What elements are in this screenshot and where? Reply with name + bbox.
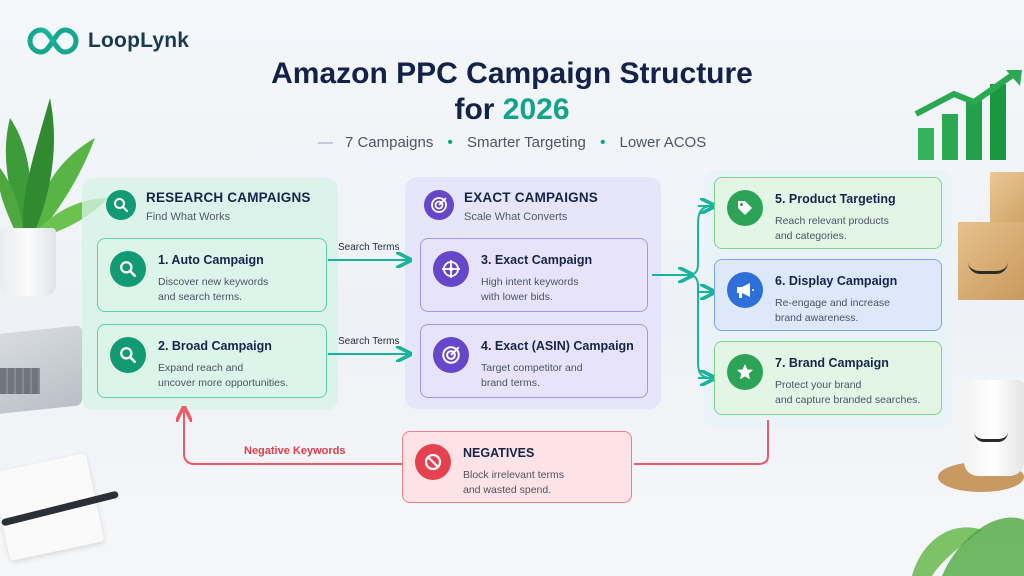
search-icon xyxy=(110,251,146,287)
infinity-link-icon xyxy=(27,27,79,55)
brand-name: LoopLynk xyxy=(88,29,190,52)
title-prefix: for xyxy=(454,93,503,126)
card-title: 5. Product Targeting xyxy=(775,192,896,206)
card-description: Target competitor and brand terms. xyxy=(481,362,583,389)
negative-keywords-arrow xyxy=(184,410,402,465)
megaphone-icon xyxy=(727,272,763,308)
research-title: RESEARCH CAMPAIGNS xyxy=(146,190,311,205)
card-description: Block irrelevant terms and wasted spend. xyxy=(463,469,564,496)
tagline-item: Lower ACOS xyxy=(619,134,707,151)
smile-logo-decoration xyxy=(974,432,1008,442)
card-title: 2. Broad Campaign xyxy=(158,339,272,353)
mug-decoration xyxy=(964,380,1024,476)
title-year: 2026 xyxy=(502,93,570,126)
research-header: RESEARCH CAMPAIGNS Find What Works xyxy=(106,190,311,223)
brand-campaign-card[interactable]: 7. Brand Campaign Protect your brand and… xyxy=(714,341,942,415)
card-title: 1. Auto Campaign xyxy=(158,253,264,267)
title-line-1: Amazon PPC Campaign Structure xyxy=(271,57,753,90)
search-icon xyxy=(110,337,146,373)
product-targeting-card[interactable]: 5. Product Targeting Reach relevant prod… xyxy=(714,177,942,249)
star-icon xyxy=(727,354,763,390)
search-terms-label: Search Terms xyxy=(338,242,400,253)
dash-divider: — xyxy=(317,134,333,151)
growth-chart-decoration xyxy=(914,70,1022,160)
exact-title: EXACT CAMPAIGNS xyxy=(464,190,599,205)
tagline-item: Smarter Targeting xyxy=(466,134,586,151)
negatives-card[interactable]: NEGATIVES Block irrelevant terms and was… xyxy=(402,431,632,503)
card-description: Discover new keywords and search terms. xyxy=(158,276,269,303)
crosshair-icon xyxy=(433,251,469,287)
search-icon xyxy=(106,190,136,220)
exact-campaign-card[interactable]: 3. Exact Campaign High intent keywords w… xyxy=(420,238,648,312)
negative-keywords-label: Negative Keywords xyxy=(244,445,346,457)
research-subtitle: Find What Works xyxy=(146,211,231,223)
bullet-dot: • xyxy=(600,134,606,151)
plant-decoration xyxy=(912,517,1024,576)
target-icon xyxy=(424,190,454,220)
tag-icon xyxy=(727,190,763,226)
laptop-keyboard xyxy=(0,368,40,394)
tagline-item: 7 Campaigns xyxy=(344,134,434,151)
card-title: NEGATIVES xyxy=(463,446,535,460)
exact-header: EXACT CAMPAIGNS Scale What Converts xyxy=(424,190,598,223)
exact-subtitle: Scale What Converts xyxy=(464,211,568,223)
card-description: Protect your brand and capture branded s… xyxy=(775,379,921,406)
auto-campaign-card[interactable]: 1. Auto Campaign Discover new keywords a… xyxy=(97,238,327,312)
target-icon xyxy=(433,337,469,373)
card-description: Expand reach and uncover more opportunit… xyxy=(158,362,289,389)
tagline: — 7 Campaigns • Smarter Targeting • Lowe… xyxy=(240,134,784,151)
page-title: Amazon PPC Campaign Structure for 2026 xyxy=(200,56,824,128)
block-icon xyxy=(415,444,451,480)
plant-pot xyxy=(0,228,56,296)
display-campaign-card[interactable]: 6. Display Campaign Re-engage and increa… xyxy=(714,259,942,331)
broad-campaign-card[interactable]: 2. Broad Campaign Expand reach and uncov… xyxy=(97,324,327,398)
bullet-dot: • xyxy=(447,134,453,151)
title-line-2: for 2026 xyxy=(200,92,824,128)
card-description: High intent keywords with lower bids. xyxy=(481,276,579,303)
search-terms-label: Search Terms xyxy=(338,336,400,347)
card-title: 7. Brand Campaign xyxy=(775,356,889,370)
card-title: 3. Exact Campaign xyxy=(481,253,593,267)
box-decoration xyxy=(990,172,1024,224)
box-decoration xyxy=(958,222,1024,300)
card-title: 6. Display Campaign xyxy=(775,274,898,288)
brand-logo[interactable]: LoopLynk xyxy=(26,26,189,56)
smile-logo-decoration xyxy=(968,262,1008,274)
negatives-return-line xyxy=(634,420,769,465)
card-title: 4. Exact (ASIN) Campaign xyxy=(481,339,634,353)
card-description: Re-engage and increase brand awareness. xyxy=(775,297,890,324)
card-description: Reach relevant products and categories. xyxy=(775,215,889,242)
targeting-bracket xyxy=(689,205,713,379)
exact-asin-campaign-card[interactable]: 4. Exact (ASIN) Campaign Target competit… xyxy=(420,324,648,398)
